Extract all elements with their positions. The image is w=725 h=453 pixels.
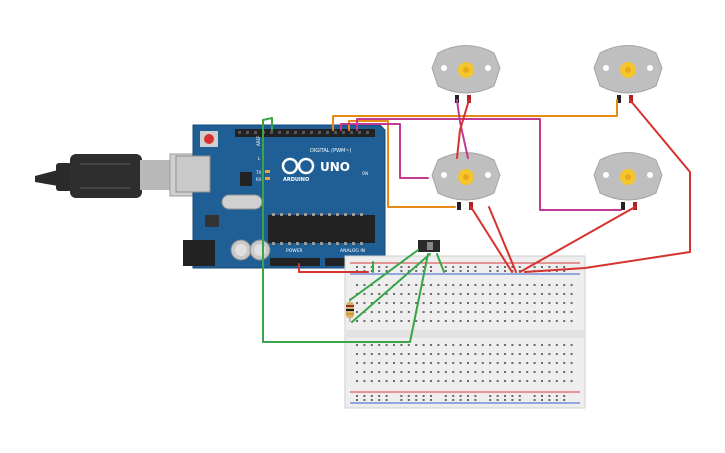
model-label: UNO — [320, 160, 350, 174]
aref-label: AREF — [256, 135, 261, 146]
usb-cable — [35, 153, 201, 198]
on-label: ON — [362, 171, 368, 176]
digital-label: DIGITAL (PWM~) — [310, 148, 352, 154]
brand-label: ARDUINO — [283, 177, 309, 183]
dc-motor — [593, 152, 663, 210]
arduino-logo-icon — [281, 157, 315, 175]
rx-label: RX — [256, 177, 262, 182]
dc-motor — [431, 45, 501, 103]
wire-red — [456, 99, 470, 159]
arduino-board: AREF DIGITAL (PWM~) ARDUINO UNO L TX RX … — [175, 124, 386, 269]
wire-green — [436, 253, 445, 273]
dc-motor — [431, 152, 501, 210]
wire-orange — [332, 99, 618, 131]
wire-red — [524, 99, 691, 273]
wire-green — [262, 117, 429, 343]
wire-magenta — [340, 123, 429, 179]
motors-group — [431, 45, 663, 210]
wire-red — [298, 263, 369, 273]
resistor — [346, 298, 354, 322]
power-label: POWER — [286, 248, 303, 254]
breadboard — [344, 255, 586, 409]
slide-switch[interactable] — [418, 240, 440, 252]
wire-green — [349, 249, 419, 301]
l-label: L — [258, 156, 261, 161]
wires — [262, 99, 691, 343]
wire-red — [470, 206, 513, 273]
wire-red — [519, 206, 636, 273]
power-jack — [183, 240, 215, 266]
wire-magenta — [356, 118, 622, 211]
wire-magenta — [456, 99, 469, 159]
microcontroller-chip — [268, 215, 375, 243]
wire-green — [351, 253, 431, 323]
wire-red — [488, 206, 517, 273]
tx-label: TX — [255, 170, 261, 175]
dc-motor — [593, 45, 663, 103]
analog-label: ANALOG IN — [340, 248, 365, 254]
power-header[interactable] — [270, 258, 320, 266]
